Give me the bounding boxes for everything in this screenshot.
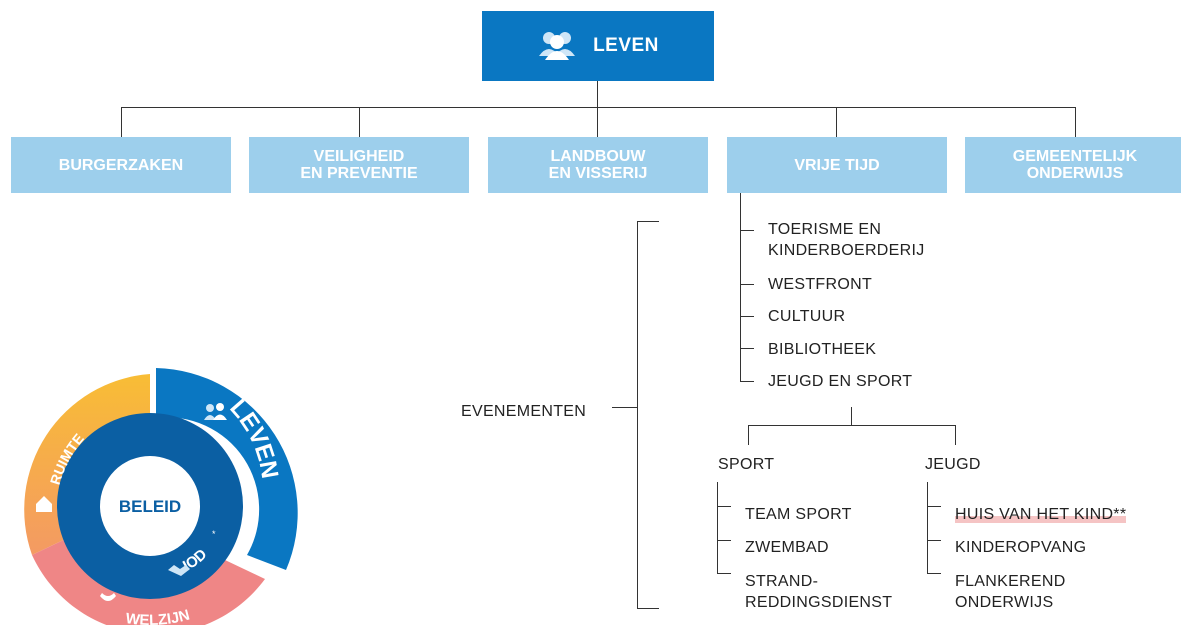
sport-item-strand: STRAND-REDDINGSDIENST <box>745 573 893 611</box>
people-icon <box>537 28 577 65</box>
sport-item-team: TEAM SPORT <box>745 506 852 523</box>
root-node: LEVEN <box>482 11 714 81</box>
vt-item-cultuur: CULTUUR <box>768 308 846 325</box>
sport-item-zwembad: ZWEMBAD <box>745 539 829 556</box>
jeugd-label: JEUGD <box>925 456 981 473</box>
leven-segment <box>156 368 298 570</box>
vt-item-bibliotheek: BIBLIOTHEEK <box>768 341 877 358</box>
handshake-icon <box>168 565 190 576</box>
hands-icon <box>100 593 116 601</box>
sport-label: SPORT <box>718 456 775 473</box>
root-label: LEVEN <box>593 35 659 56</box>
dept-vrije-tijd: VRIJE TIJD <box>727 137 947 193</box>
jeugd-item-huis: HUIS VAN HET KIND** <box>955 506 1127 523</box>
welzijn-segment <box>32 536 265 625</box>
jeugd-item-kinderopvang: KINDEROPVANG <box>955 539 1087 556</box>
center-label: BELEID <box>119 497 181 516</box>
people-icon <box>204 403 227 420</box>
vt-item-westfront: WESTFRONT <box>768 276 873 293</box>
policy-wheel: BELEID LEVEN RUIMTE WELZIJN IOD * <box>24 368 298 625</box>
vt-item-jeugd-sport: JEUGD EN SPORT <box>768 373 913 390</box>
house-icon <box>36 496 52 512</box>
center-circle <box>100 456 200 556</box>
evenementen-label: EVENEMENTEN <box>461 403 587 420</box>
iod-superscript: * <box>212 529 216 539</box>
dept-burgerzaken: BURGERZAKEN <box>11 137 231 193</box>
